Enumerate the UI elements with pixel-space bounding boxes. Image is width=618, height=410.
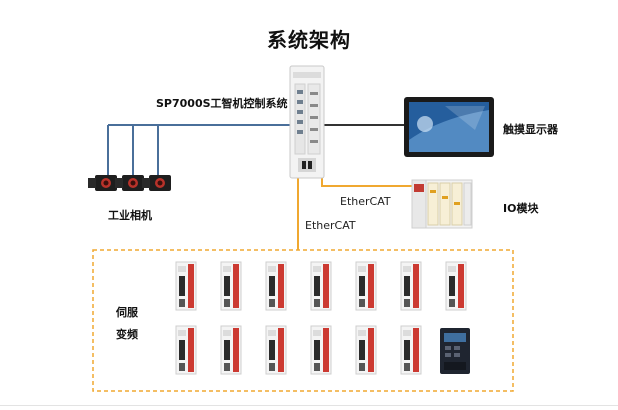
servo-drive [265, 325, 287, 375]
page-title: 系统架构 [267, 28, 351, 52]
servo-drive [310, 325, 332, 375]
servo-drive [175, 325, 197, 375]
ethercat-io-label: EtherCAT [340, 195, 391, 208]
servo-drive [310, 261, 332, 311]
industrial-camera [88, 175, 117, 191]
divider [0, 405, 618, 406]
ethercat-drives-label: EtherCAT [305, 219, 356, 232]
servo-drive [355, 325, 377, 375]
inverter-label: 变频 [116, 328, 138, 341]
io-label: IO模块 [503, 202, 539, 215]
controller-label: SP7000S工智机控制系统 [156, 97, 288, 110]
servo-drive [400, 325, 422, 375]
drives-group-box [92, 249, 514, 392]
controller-device [289, 65, 325, 179]
industrial-camera [142, 175, 171, 191]
industrial-camera [115, 175, 144, 191]
servo-drive [220, 325, 242, 375]
servo-drive [400, 261, 422, 311]
servo-drive [265, 261, 287, 311]
touch-display [404, 97, 494, 157]
servo-label: 伺服 [116, 306, 138, 319]
ethercat-bus [297, 168, 412, 250]
frequency-inverter [440, 328, 470, 374]
io-module [411, 179, 473, 229]
servo-drive [445, 261, 467, 311]
camera-label: 工业相机 [108, 209, 152, 222]
servo-drive [175, 261, 197, 311]
display-label: 触摸显示器 [503, 123, 558, 136]
camera-bus [107, 124, 298, 175]
servo-drive [220, 261, 242, 311]
servo-drive [355, 261, 377, 311]
